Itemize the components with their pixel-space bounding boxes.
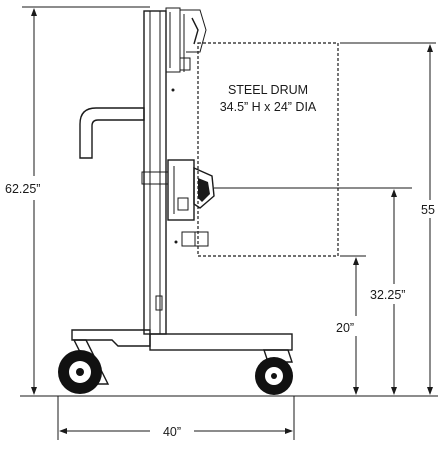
base-length-label: 40” xyxy=(163,425,181,439)
front-wheel xyxy=(58,350,102,394)
min-lift-dimension: 20” xyxy=(336,255,366,395)
rear-wheel xyxy=(255,357,293,395)
min-lift-label: 20” xyxy=(336,321,354,335)
overall-height-label: 62.25” xyxy=(5,182,40,196)
steel-drum-outline xyxy=(197,42,339,257)
mast xyxy=(141,10,169,335)
drum-spec: 34.5” H x 24” DIA xyxy=(220,100,317,114)
base-length-dimension: 40” xyxy=(57,396,295,440)
top-pulley-assembly xyxy=(165,7,207,92)
max-lift-label: 55 xyxy=(421,203,435,217)
drum-title: STEEL DRUM xyxy=(228,83,308,97)
overall-height-dimension: 62.25” xyxy=(5,6,150,395)
drum-clamp xyxy=(167,159,215,247)
handle xyxy=(79,107,145,159)
base-frame xyxy=(71,329,293,385)
mid-lift-dimension: 32.25” xyxy=(214,187,412,395)
max-lift-dimension: 55 xyxy=(340,42,436,395)
mid-lift-label: 32.25” xyxy=(370,288,405,302)
